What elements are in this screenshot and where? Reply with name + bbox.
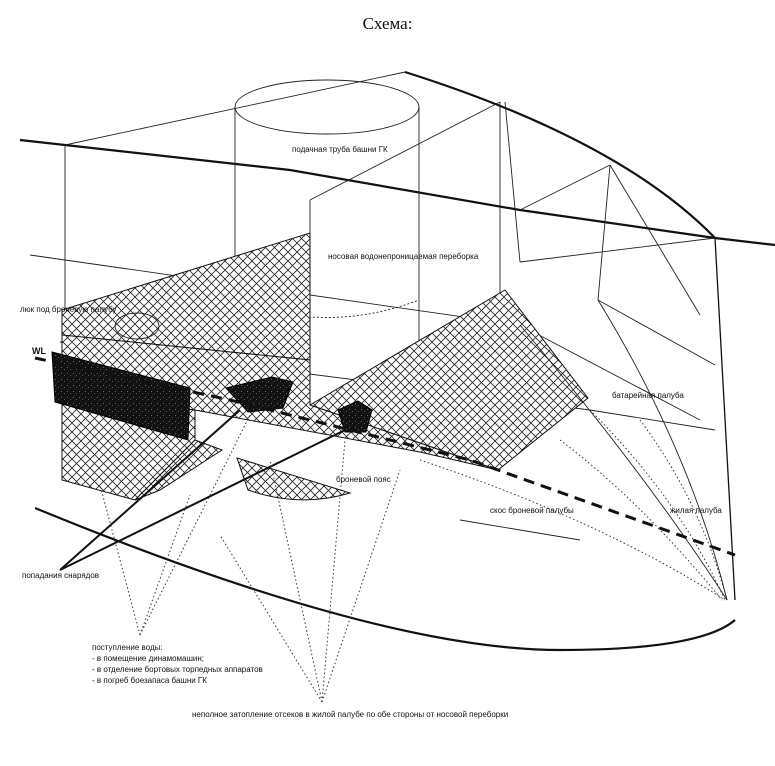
waterline (34, 356, 736, 557)
label-turret-tube: подачная труба башни ГК (292, 145, 388, 154)
label-partial-flooding: неполное затопление отсеков в жилой палу… (192, 710, 508, 719)
label-armor-slope: скос броневой палубы (490, 506, 574, 515)
diagram-title: Схема: (362, 14, 413, 33)
armor-deck-hatch (114, 312, 160, 340)
label-battery-deck: батарейная палуба (612, 391, 684, 400)
stem-line (714, 237, 736, 601)
flooding-pointers (99, 404, 256, 636)
label-living-deck: жилая палуба (670, 506, 722, 515)
label-flooding-item: - в помещение динамомашин; (92, 654, 204, 663)
label-shell-hits: попадания снарядов (22, 571, 99, 580)
partial-flooding-pointers (219, 439, 401, 703)
label-flooding-item: - в погреб боезапаса башни ГК (92, 676, 207, 685)
shell-hole-deck-1 (225, 376, 294, 413)
label-armor-belt: броневой пояс (336, 475, 391, 484)
shell-hole-side (51, 351, 191, 441)
label-hatch: люк под броневую палубу (20, 305, 116, 314)
bow-frame-lines (419, 299, 728, 601)
lower-hull-line (34, 506, 736, 652)
label-flooding-item: - в отделение бортовых торпедных аппарат… (92, 665, 263, 674)
armor-belt-segment (236, 457, 352, 501)
label-waterline: WL (32, 346, 46, 356)
label-bow-bulkhead: носовая водонепроницаемая переборка (328, 252, 479, 261)
armor-deck-right (308, 289, 589, 471)
shell-hit-pointers (59, 409, 346, 571)
hull-bow-curve (404, 70, 716, 239)
label-flooding-title: поступление воды: (92, 643, 163, 652)
